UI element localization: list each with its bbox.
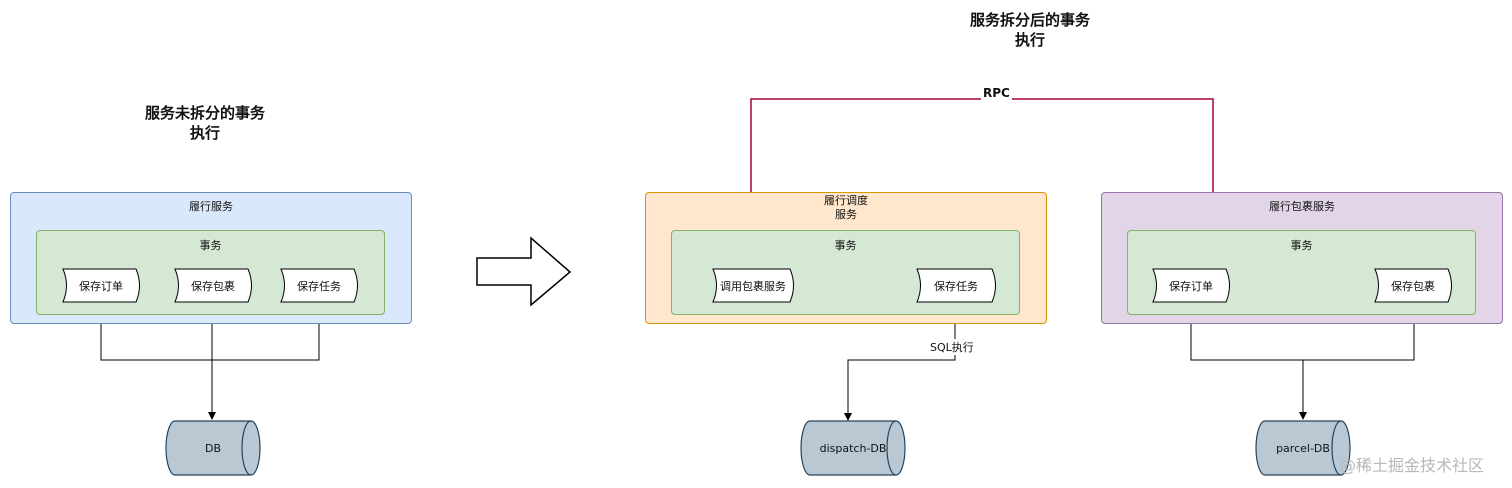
- step-label: 调用包裹服务: [720, 279, 786, 293]
- step-save-task: 保存任务: [276, 268, 362, 303]
- step-label: 保存订单: [79, 279, 123, 293]
- transaction-label: 事务: [199, 239, 222, 252]
- service-label: 履行服务: [189, 200, 233, 213]
- parcel-connector: [1190, 303, 1415, 419]
- step-label: 保存任务: [934, 279, 978, 293]
- step-save-order: 保存订单: [58, 268, 144, 303]
- step-save-task: 保存任务: [912, 268, 1000, 303]
- db-label: DB: [204, 441, 222, 455]
- step-label: 保存包裹: [1391, 279, 1435, 293]
- transition-arrow-icon: [476, 236, 572, 307]
- sql-connector: [844, 303, 956, 421]
- step-label: 保存任务: [297, 279, 341, 293]
- watermark: @稀土掘金技术社区: [1340, 456, 1485, 475]
- db-label: dispatch-DB: [819, 441, 887, 455]
- db-cylinder: DB: [165, 420, 261, 476]
- step-label: 保存订单: [1169, 279, 1213, 293]
- dispatch-service-box: 履行调度 服务 事务: [645, 192, 1047, 324]
- step-label: 保存包裹: [191, 279, 235, 293]
- left-title: 服务未拆分的事务 执行: [144, 104, 265, 142]
- transaction-label: 事务: [834, 239, 857, 252]
- service-label: 履行调度 服务: [824, 194, 868, 221]
- right-title: 服务拆分后的事务 执行: [969, 11, 1090, 49]
- fulfillment-service-box: 履行服务 事务: [10, 192, 412, 324]
- rpc-label: RPC: [981, 86, 1012, 100]
- transaction-label: 事务: [1290, 239, 1313, 252]
- parcel-service-box: 履行包裹服务 事务: [1101, 192, 1503, 324]
- db-label: parcel-DB: [1276, 441, 1330, 455]
- step-save-parcel: 保存包裹: [170, 268, 256, 303]
- sql-label: SQL执行: [928, 339, 976, 355]
- step-call-parcel-service: 调用包裹服务: [708, 268, 798, 303]
- parcel-db-cylinder: parcel-DB: [1255, 420, 1351, 476]
- service-label: 履行包裹服务: [1269, 200, 1335, 213]
- step-save-order: 保存订单: [1148, 268, 1234, 303]
- dispatch-db-cylinder: dispatch-DB: [800, 420, 906, 476]
- step-save-parcel: 保存包裹: [1370, 268, 1456, 303]
